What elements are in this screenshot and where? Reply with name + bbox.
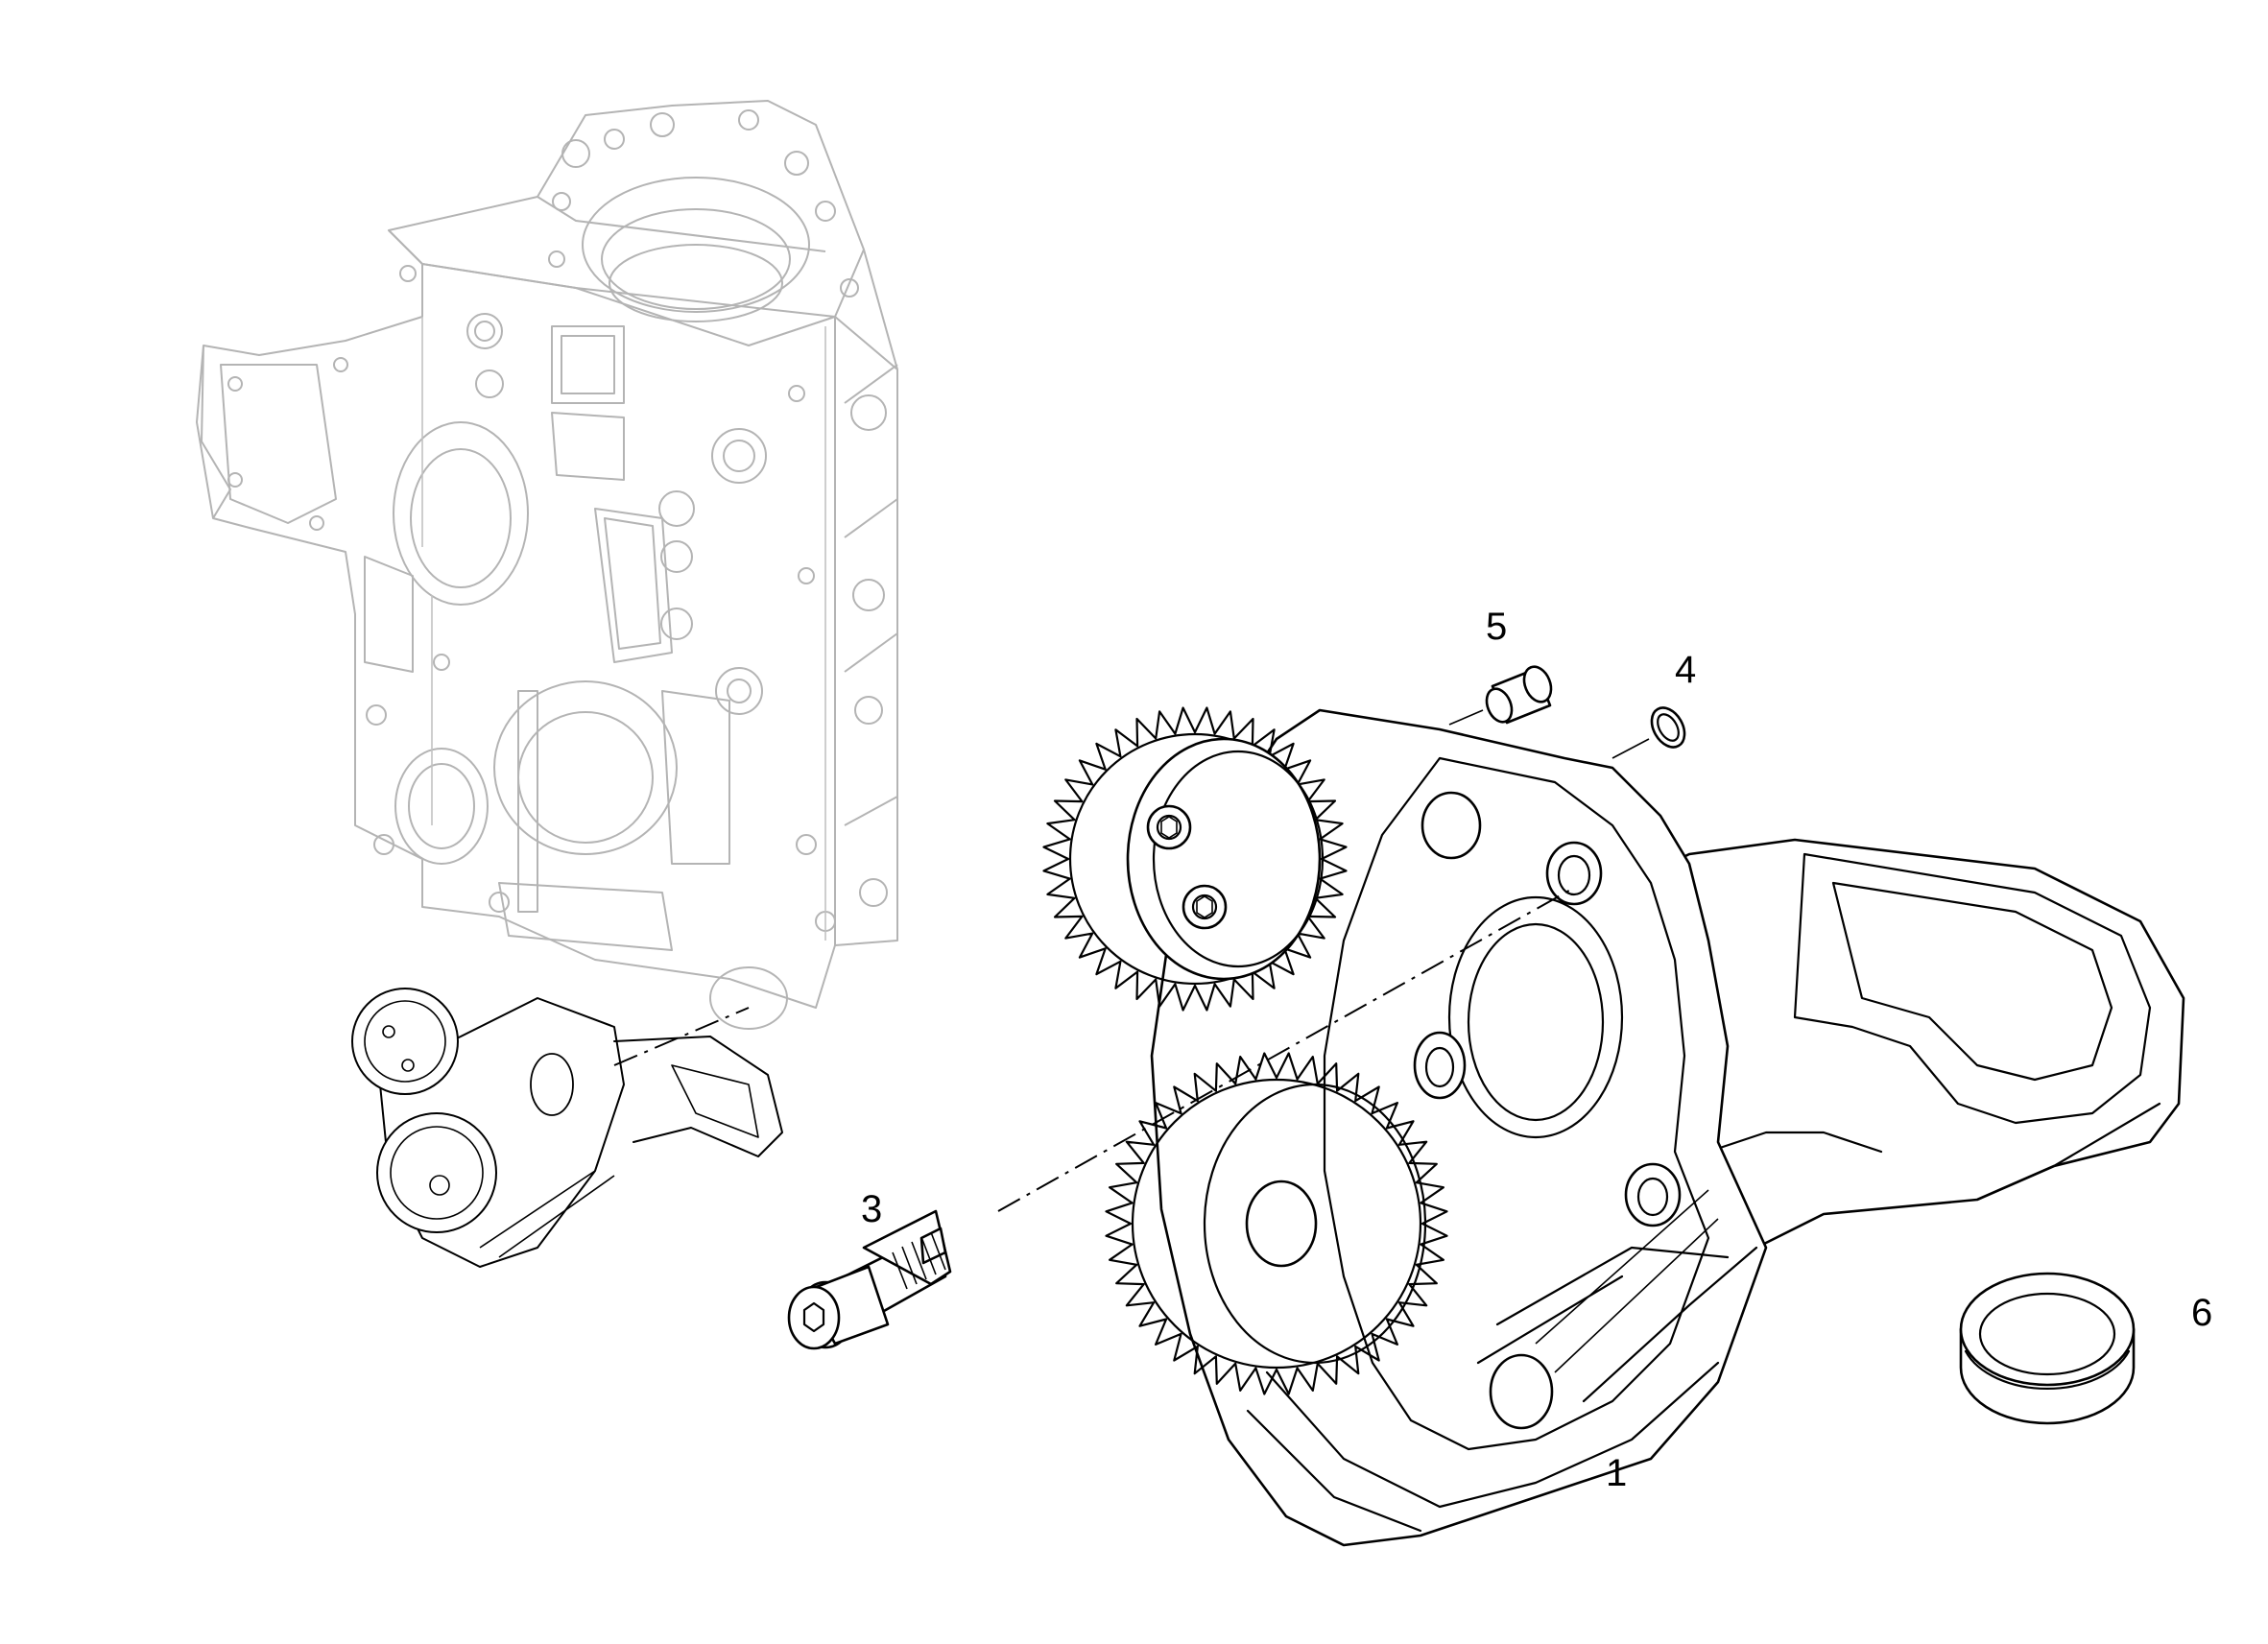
callout-item-3: 3	[861, 1188, 883, 1230]
upper-pump-gear	[1042, 706, 1348, 1012]
pump-assembly-installed-view	[351, 988, 783, 1268]
axis-leader-5	[1448, 709, 1484, 726]
assembly-axis-small	[613, 1007, 750, 1066]
gear-teeth	[1042, 706, 1348, 1012]
seal-ring	[1959, 1272, 2136, 1425]
engine-block-housing	[196, 100, 898, 1030]
dowel-pin	[1485, 665, 1553, 725]
socket-head-bolt	[787, 1209, 952, 1350]
axis-leader-4	[1611, 738, 1650, 759]
callout-item-6: 6	[2191, 1292, 2213, 1334]
gear-teeth	[1105, 1052, 1448, 1395]
callout-item-1: 1	[1606, 1452, 1628, 1494]
callout-item-5: 5	[1486, 606, 1508, 648]
callout-item-4: 4	[1675, 649, 1697, 691]
lower-pump-gear	[1105, 1052, 1448, 1395]
o-ring	[1650, 706, 1686, 749]
assembly-axis-main	[997, 887, 1575, 1212]
